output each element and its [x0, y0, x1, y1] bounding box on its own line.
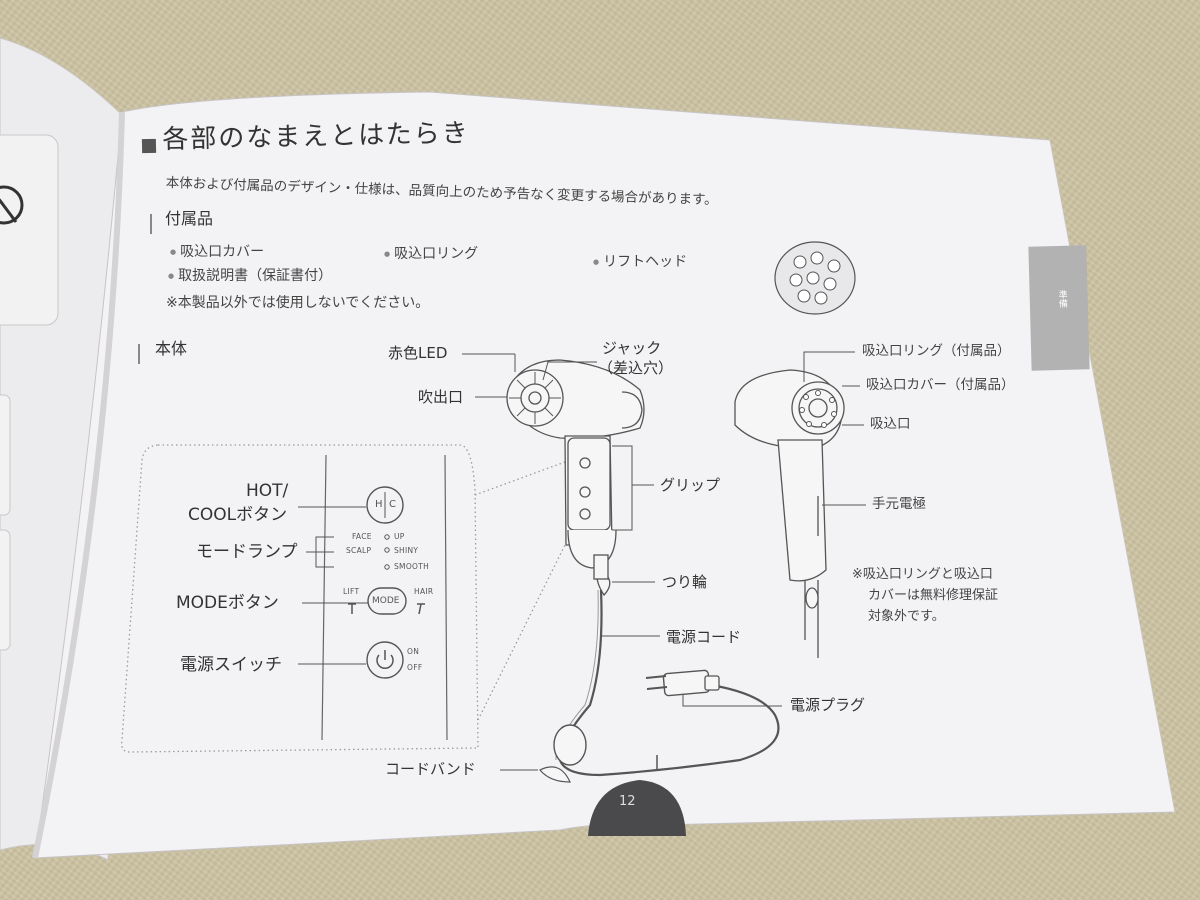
label-hang-ring: つり輪: [662, 573, 708, 591]
power-switch: [366, 641, 404, 679]
label-grip: グリップ: [660, 476, 721, 494]
label-intake: 吸込口: [870, 416, 911, 432]
body-heading: 本体: [155, 339, 188, 358]
lamp-face-text: FACE: [352, 532, 372, 541]
cord-band-loop: [539, 766, 571, 783]
plug-prong-2: [646, 686, 668, 690]
accessory-item: 取扱説明書（保証書付）: [168, 268, 332, 284]
lamp-face: [384, 534, 390, 540]
leader-intake-ring: [803, 351, 855, 382]
power-off-text: OFF: [407, 663, 423, 672]
hair-text: HAIR: [414, 587, 434, 596]
label-cord-band: コードバンド: [385, 760, 476, 778]
lift-head-image: [774, 241, 856, 315]
label-power-plug: 電源プラグ: [790, 696, 866, 714]
leader-jack: [542, 361, 597, 381]
label-mode-button: MODEボタン: [176, 593, 279, 613]
accessories-heading: 付属品: [165, 209, 214, 228]
label-hot-cool-2: COOLボタン: [188, 505, 288, 525]
lift-icon: [348, 603, 356, 614]
power-plug-neck: [704, 675, 720, 691]
body-note-line-3: 対象外です。: [868, 609, 945, 624]
callout-line-2: [477, 544, 566, 721]
prohibit-icon: [0, 185, 24, 225]
lamp-scalp-text: SCALP: [346, 546, 372, 555]
label-jack: ジャック: [602, 339, 662, 357]
hair-icon: [417, 603, 425, 615]
hc-c-letter: C: [389, 499, 396, 510]
label-intake-ring: 吸込口リング（付属品）: [862, 343, 1011, 359]
body-note-line-1: ※吸込口リングと吸込口: [852, 567, 993, 582]
label-outlet: 吹出口: [418, 388, 464, 406]
side-tab-text: 準備: [1056, 289, 1067, 309]
cord-band: [553, 724, 587, 766]
prohibit-icon-slash: [0, 198, 18, 223]
leader-mode-lamp: [306, 536, 334, 568]
panel-edge-left: [321, 454, 327, 741]
dryer-front: [506, 359, 645, 597]
left-page-box-3: [0, 529, 11, 651]
plug-prong-1: [645, 675, 667, 679]
mode-button-text: MODE: [372, 596, 400, 606]
dryer-back-intake-holes: [799, 390, 837, 428]
lamp-scalp: [384, 547, 390, 553]
label-power-cord: 電源コード: [666, 628, 742, 646]
left-page-box-2: [0, 394, 11, 516]
page-spine-shadow: [32, 111, 125, 859]
label-jack-sub: （差込穴）: [598, 359, 674, 377]
hc-h-letter: H: [375, 499, 383, 510]
lamp-up-text: UP: [394, 532, 405, 541]
accessory-item: リフトヘッド: [593, 254, 687, 270]
label-hot-cool-1: HOT/: [246, 481, 289, 501]
page-number-tab: [588, 780, 686, 836]
accessories-heading-bar: [150, 214, 152, 234]
title-mark: [141, 138, 157, 154]
lamp-smooth: [384, 564, 390, 570]
accessories-note: ※本製品以外では使用しないでください。: [166, 295, 430, 311]
label-red-led: 赤色LED: [388, 344, 448, 362]
accessory-item: 吸込口リング: [384, 246, 478, 262]
page-number: 12: [619, 794, 636, 809]
lift-text: LIFT: [343, 587, 360, 596]
label-power-switch: 電源スイッチ: [180, 655, 282, 675]
power-plug: [662, 669, 711, 697]
panel-edge-right: [444, 454, 448, 741]
mode-button: [367, 587, 407, 615]
page-title: 各部のなまえとはたらき: [161, 118, 471, 155]
label-mode-lamp: モードランプ: [196, 542, 298, 562]
dryer-back: [734, 369, 845, 658]
label-hand-electrode: 手元電極: [872, 496, 926, 512]
left-page-box: [0, 134, 59, 326]
accessory-item: 吸込口カバー: [170, 244, 264, 260]
power-cord: [558, 589, 780, 777]
lamp-shiny-text: SHINY: [394, 546, 419, 555]
lamp-smooth-text: SMOOTH: [394, 562, 430, 571]
leader-grip: [612, 445, 654, 531]
leader-power-plug: [682, 694, 782, 707]
hot-cool-button: [366, 486, 404, 524]
control-panel-box: [121, 444, 479, 753]
power-icon: [376, 654, 394, 670]
body-note-line-2: カバーは無料修理保証: [868, 588, 999, 603]
label-intake-cover: 吸込口カバー（付属品）: [866, 377, 1015, 393]
dryer-front-blades: [509, 372, 561, 424]
power-on-text: ON: [407, 647, 420, 656]
body-heading-bar: [138, 344, 140, 364]
side-index-tab: 準備: [1028, 245, 1090, 371]
